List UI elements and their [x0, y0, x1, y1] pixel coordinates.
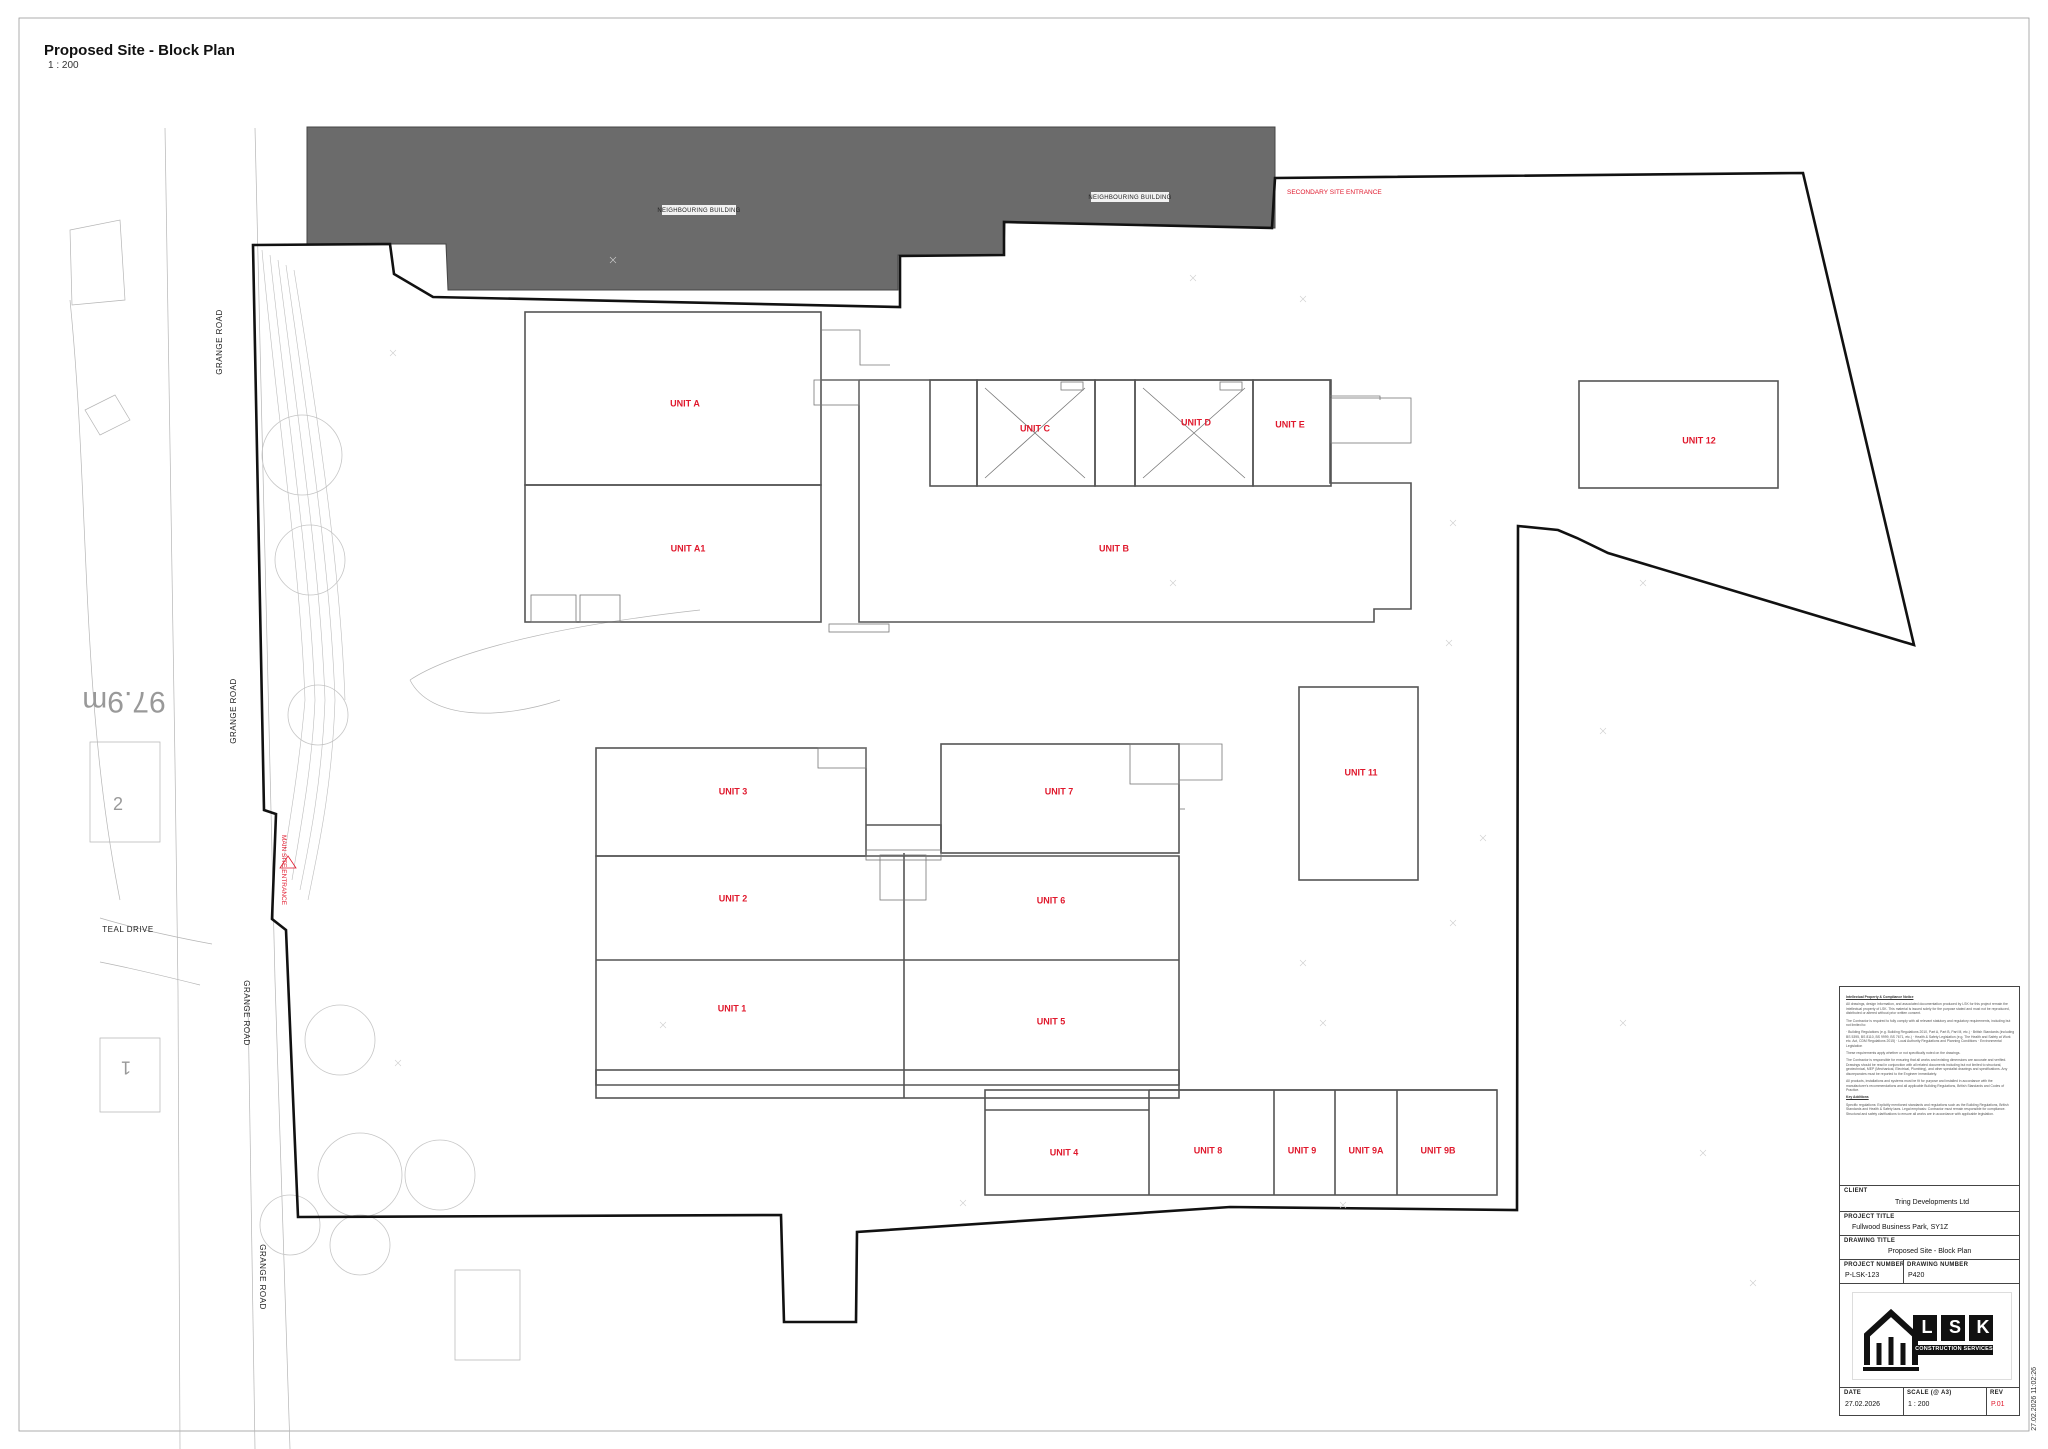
numbers-row: PROJECT NUMBER P-LSK-123 DRAWING NUMBER … — [1840, 1259, 2019, 1284]
logo-letter-l: L — [1921, 1317, 1933, 1337]
client-label: CLIENT — [1844, 1188, 1868, 1194]
notes-paragraph-1: All drawings, design information, and as… — [1846, 1002, 2010, 1016]
notes-paragraph-4: These requirements apply whether or not … — [1846, 1051, 1961, 1056]
house-number-2: 2 — [113, 794, 123, 814]
unit-5-label: UNIT 5 — [1037, 1016, 1066, 1026]
unit-9b-label: UNIT 9B — [1420, 1145, 1456, 1155]
drawing-title-label: DRAWING TITLE — [1844, 1238, 1896, 1244]
unit-6-label: UNIT 6 — [1037, 895, 1066, 905]
drawing-scale: 1 : 200 — [48, 60, 79, 71]
date-value: 27.02.2026 — [1845, 1401, 1881, 1408]
logo-row: L S K CONSTRUCTION SERVICES — [1840, 1283, 2019, 1387]
client-value: Tring Developments Ltd — [1895, 1199, 1970, 1206]
road-label-grange-3: GRANGE ROAD — [242, 980, 251, 1046]
sheet-border — [18, 17, 2030, 1432]
notes-paragraph-7: Specific regulations: Explicitly mention… — [1846, 1102, 2009, 1116]
unit-a-label: UNIT A — [670, 398, 700, 408]
survey-points — [389, 256, 1757, 1287]
date-label: DATE — [1844, 1390, 1862, 1396]
unit-12-building — [1578, 380, 1779, 489]
unit-12-label: UNIT 12 — [1682, 435, 1716, 445]
drawing-title-value: Proposed Site - Block Plan — [1888, 1248, 1972, 1255]
road-label-grange-2: GRANGE ROAD — [229, 678, 238, 744]
road-label-teal-drive: TEAL DRIVE — [102, 925, 153, 934]
road-label-grange-1: GRANGE ROAD — [215, 309, 224, 375]
project-number-label: PROJECT NUMBER — [1844, 1262, 1905, 1268]
unit-9a-label: UNIT 9A — [1348, 1145, 1384, 1155]
main-entrance-label: MAIN SITE ENTRANCE — [280, 835, 287, 906]
south-east-block — [984, 1089, 1498, 1196]
house-number-1: 1 — [121, 1057, 131, 1077]
road-label-grange-4: GRANGE ROAD — [258, 1244, 267, 1310]
unit-c-label: UNIT C — [1020, 423, 1050, 433]
notes-heading: Intellectual Property & Compliance Notic… — [1846, 995, 1914, 999]
project-title-value: Fullwood Business Park, SY1Z — [1852, 1224, 1949, 1231]
rev-label: REV — [1990, 1390, 2004, 1396]
project-title-row: PROJECT TITLE Fullwood Business Park, SY… — [1840, 1211, 2019, 1235]
notes-heading-2: Key Additions — [1846, 1095, 1869, 1100]
neighbouring-label-bg-1 — [662, 205, 736, 215]
unit-a1-label: UNIT A1 — [671, 543, 706, 553]
north-block — [524, 311, 1412, 633]
project-title-label: PROJECT TITLE — [1844, 1214, 1895, 1220]
notes-paragraph-3: · Building Regulations (e.g. Building Re… — [1846, 1030, 2015, 1048]
south-block — [595, 743, 1223, 1099]
title-block: Intellectual Property & Compliance Notic… — [1839, 986, 2020, 1416]
neighbouring-building-label-2: NEIGHBOURING BUILDING — [1088, 195, 1171, 201]
unit-11-label: UNIT 11 — [1344, 767, 1377, 777]
unit-9-label: UNIT 9 — [1288, 1145, 1317, 1155]
drawing-number-label: DRAWING NUMBER — [1907, 1262, 1969, 1268]
unit-3-label: UNIT 3 — [719, 786, 748, 796]
trees — [259, 414, 476, 1276]
title-block-notes: Intellectual Property & Compliance Notic… — [1846, 995, 2015, 1165]
drawing-title-row: DRAWING TITLE Proposed Site - Block Plan — [1840, 1235, 2019, 1259]
unit-11-building — [1298, 686, 1419, 881]
neighbouring-building — [306, 126, 1276, 291]
logo-letter-s: S — [1948, 1317, 1961, 1337]
scale-label: SCALE (@ A3) — [1907, 1390, 1952, 1396]
neighbouring-building-label-1: NEIGHBOURING BUILDING — [657, 208, 740, 214]
unit-8-label: UNIT 8 — [1194, 1145, 1223, 1155]
neighbouring-label-bg-2 — [1091, 192, 1169, 202]
contours — [261, 249, 346, 901]
date-scale-row: DATE 27.02.2026 SCALE (@ A3) 1 : 200 REV… — [1840, 1387, 2019, 1416]
secondary-entrance-label: SECONDARY SITE ENTRANCE — [1287, 189, 1382, 196]
drawing-title: Proposed Site - Block Plan — [44, 42, 235, 59]
logo-letter-k: K — [1976, 1317, 1990, 1337]
project-number-value: P-LSK-123 — [1845, 1272, 1880, 1279]
unit-7-label: UNIT 7 — [1045, 786, 1074, 796]
client-row: CLIENT Tring Developments Ltd — [1840, 1185, 2019, 1211]
unit-b-label: UNIT B — [1099, 543, 1129, 553]
contour-level-label: 97.9m — [82, 685, 165, 718]
road-edges — [69, 127, 701, 1449]
lsk-logo: L S K CONSTRUCTION SERVICES — [1852, 1292, 2012, 1380]
unit-1-label: UNIT 1 — [718, 1003, 747, 1013]
unit-e-label: UNIT E — [1275, 419, 1305, 429]
rev-value: P.01 — [1991, 1401, 2005, 1408]
scale-value: 1 : 200 — [1908, 1401, 1930, 1408]
unit-d-label: UNIT D — [1181, 417, 1211, 427]
notes-paragraph-6: All products, installations and systems … — [1846, 1079, 2005, 1092]
unit-4-label: UNIT 4 — [1050, 1147, 1079, 1157]
notes-paragraph-2: The Contractor is required to fully comp… — [1846, 1018, 2011, 1028]
site-boundary — [251, 171, 1916, 1324]
main-entrance-icon — [279, 855, 297, 869]
plot-timestamp: 27.02.2026 11:02:26 — [2031, 1367, 2038, 1431]
notes-paragraph-5: The Contractor is responsible for ensuri… — [1846, 1058, 2008, 1076]
lsk-logo-mark-icon — [1863, 1308, 1993, 1371]
drawing-number-value: P420 — [1908, 1272, 1925, 1279]
logo-tagline: CONSTRUCTION SERVICES — [1915, 1346, 1993, 1352]
unit-2-label: UNIT 2 — [719, 893, 748, 903]
